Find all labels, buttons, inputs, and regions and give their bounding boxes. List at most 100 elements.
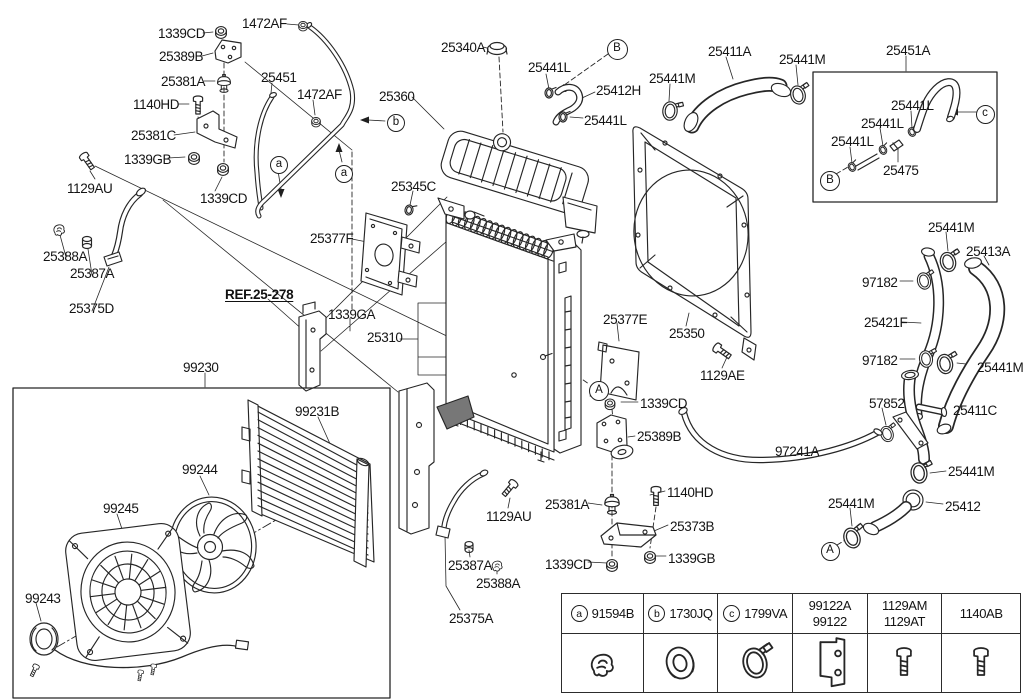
- part-label-1339GA: 1339GA: [328, 307, 376, 322]
- grommet-icon: [644, 634, 718, 692]
- pipe-25375A: [435, 469, 520, 572]
- callout-circle-A: A: [589, 381, 609, 401]
- reservoir-tank-drawing: [440, 41, 598, 244]
- part-label-1339CD: 1339CD: [545, 557, 593, 572]
- callout-circle-c: c: [975, 104, 995, 124]
- part-label-25388A: 25388A: [43, 249, 88, 264]
- part-label-99244: 99244: [182, 462, 218, 477]
- part-label-25381A: 25381A: [545, 497, 590, 512]
- part-label-97182: 97182: [862, 353, 898, 368]
- part-label-25441M: 25441M: [928, 220, 975, 235]
- part-label-1339CD: 1339CD: [158, 26, 206, 41]
- part-label-25441L: 25441L: [584, 113, 627, 128]
- ref-link-25-278[interactable]: REF.25-278: [225, 287, 294, 302]
- callout-circle-A: A: [820, 541, 840, 561]
- part-label-25389B: 25389B: [637, 429, 682, 444]
- side-member-bracket: [398, 382, 475, 535]
- part-label-25411C: 25411C: [953, 403, 997, 418]
- bracket-25389B-mid: [596, 398, 634, 460]
- legend-letter-c: c: [723, 605, 741, 622]
- part-label-25441M: 25441M: [649, 71, 696, 86]
- plate-25377F: [360, 203, 421, 296]
- left-tubes: [253, 21, 356, 219]
- part-label-1140HD: 1140HD: [667, 485, 714, 500]
- part-label-25412H: 25412H: [596, 83, 641, 98]
- legend-code: 1129AT: [883, 614, 926, 629]
- part-label-25387A: 25387A: [70, 266, 115, 281]
- callout-circle-b: b: [387, 114, 405, 132]
- part-label-97241A: 97241A: [775, 444, 820, 459]
- part-label-25413A: 25413A: [966, 244, 1011, 259]
- part-label-25451A: 25451A: [886, 43, 931, 58]
- bolt-icon: [942, 634, 1020, 692]
- insulator-assembly: [600, 485, 662, 572]
- callout-circle-B: B: [820, 171, 840, 191]
- part-label-99230: 99230: [183, 360, 219, 375]
- legend-code: 1730JQ: [669, 606, 713, 621]
- part-label-1472AF: 1472AF: [297, 87, 342, 102]
- part-label-25373B: 25373B: [670, 519, 715, 534]
- right-hoses: [678, 247, 1006, 551]
- part-label-1339CD: 1339CD: [640, 396, 688, 411]
- part-label-25340A: 25340A: [441, 40, 486, 55]
- part-label-25387A: 25387A: [448, 558, 493, 573]
- part-label-99245: 99245: [103, 501, 139, 516]
- part-label-25377F: 25377F: [310, 231, 354, 246]
- part-label-1140HD: 1140HD: [133, 97, 180, 112]
- condenser-fan-box: [12, 387, 391, 699]
- callout-circle-B: B: [606, 38, 628, 60]
- part-label-25475: 25475: [883, 163, 919, 178]
- part-label-25377E: 25377E: [603, 312, 648, 327]
- part-label-25381A: 25381A: [161, 74, 206, 89]
- part-label-99243: 99243: [25, 591, 61, 606]
- radiator-cap-25340A: [486, 41, 508, 56]
- legend-code: 99122: [812, 614, 848, 629]
- legend-code: 1129AM: [881, 598, 928, 613]
- callout-circle-a: a: [335, 165, 353, 183]
- part-label-97182: 97182: [862, 275, 898, 290]
- bolt-icon: [868, 634, 942, 692]
- bracket-icon: [793, 634, 867, 692]
- upper-hoses: [544, 76, 814, 134]
- fan-shroud-drawing: [632, 126, 757, 362]
- part-label-25389B: 25389B: [159, 49, 204, 64]
- part-label-99231B: 99231B: [295, 404, 340, 419]
- part-label-25411A: 25411A: [708, 44, 752, 59]
- part-label-25388A: 25388A: [476, 576, 521, 591]
- part-label-25441M: 25441M: [948, 464, 995, 479]
- part-label-1129AE: 1129AE: [700, 368, 745, 383]
- plate-25377E: [597, 341, 640, 401]
- part-label-25375D: 25375D: [69, 301, 114, 316]
- part-label-1339GB: 1339GB: [668, 551, 716, 566]
- legend-code: 1799VA: [744, 606, 788, 621]
- part-label-1472AF: 1472AF: [242, 16, 287, 31]
- radiator-drawing: [437, 197, 582, 463]
- part-label-25451: 25451: [261, 70, 297, 85]
- part-label-25441L: 25441L: [861, 116, 904, 131]
- legend-col-1140AB: 1140AB: [942, 594, 1020, 692]
- part-label-25360: 25360: [379, 89, 415, 104]
- part-label-25441M: 25441M: [828, 496, 875, 511]
- part-label-25350: 25350: [669, 326, 705, 341]
- legend-header: 1140AB: [942, 594, 1020, 634]
- clip-icon: [562, 634, 643, 692]
- part-label-25441L: 25441L: [831, 134, 874, 149]
- inset-box-25451A: [812, 71, 998, 203]
- part-label-25345C: 25345C: [391, 179, 436, 194]
- part-label-1129AU: 1129AU: [67, 181, 113, 196]
- part-label-25375A: 25375A: [449, 611, 494, 626]
- part-label-25381C: 25381C: [131, 128, 176, 143]
- callout-circle-a: a: [270, 156, 288, 174]
- part-label-57852: 57852: [869, 396, 905, 411]
- part-label-25421F: 25421F: [864, 315, 908, 330]
